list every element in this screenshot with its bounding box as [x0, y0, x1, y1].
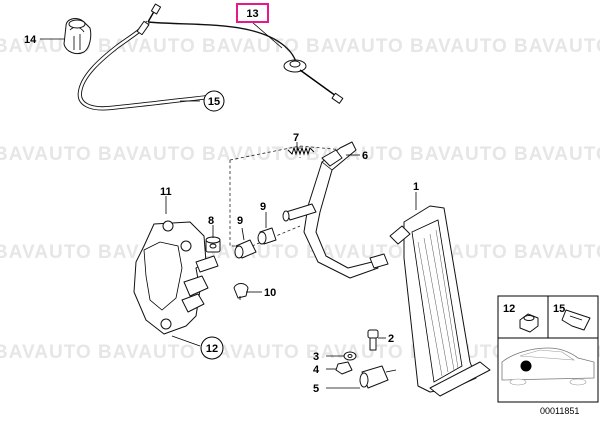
callout-13-highlight-box: 13 — [236, 3, 269, 23]
watermark-text: BAVAUTO — [410, 36, 508, 57]
watermark-text: BAVAUTO — [202, 144, 300, 165]
watermark-text: BAVAUTO — [0, 242, 92, 263]
watermark-text: BAVAUTO — [98, 144, 196, 165]
inset-label-15: 15 — [553, 303, 565, 315]
callout-5: 5 — [313, 383, 319, 395]
inset-car-silhouette — [501, 347, 595, 386]
part-10-clip — [233, 283, 249, 300]
callout-12-badge: 12 — [200, 336, 224, 360]
callout-9a: 9 — [237, 215, 243, 227]
watermark-text: BAVAUTO — [98, 36, 196, 57]
watermark-text: BAVAUTO — [306, 36, 404, 57]
part-9-bearing-a — [234, 239, 257, 259]
callout-8: 8 — [208, 215, 214, 227]
watermark-text: BAVAUTO — [306, 342, 404, 363]
callout-7: 7 — [293, 132, 299, 144]
part-6-pedal-lever — [282, 141, 389, 279]
inset-label-12: 12 — [503, 303, 515, 315]
callout-12: 12 — [206, 343, 218, 355]
callout-10: 10 — [264, 287, 276, 299]
callout-4: 4 — [313, 364, 320, 376]
watermark-text: BAVAUTO — [514, 36, 600, 57]
callout-13: 13 — [246, 8, 258, 20]
part-8-bushing — [205, 236, 221, 253]
part-9-bearing-b — [257, 227, 277, 245]
watermark-text: BAVAUTO — [514, 144, 600, 165]
callout-9b: 9 — [260, 201, 266, 213]
watermark-row-3: BAVAUTO BAVAUTO BAVAUTO BAVAUTO BAVAUTO … — [0, 242, 600, 263]
callout-2: 2 — [388, 333, 394, 345]
part-3-washer — [343, 351, 357, 361]
watermark-text: BAVAUTO — [0, 342, 92, 363]
part-13-accelerator-cable — [147, 21, 344, 104]
callout-15: 15 — [208, 96, 220, 108]
watermark-text: BAVAUTO — [202, 342, 300, 363]
part-14-grommet — [63, 18, 92, 55]
part-1-pedal-pad — [389, 205, 491, 397]
part-5-connector — [359, 365, 397, 389]
watermark-text: BAVAUTO — [410, 144, 508, 165]
inset-part-15-clip — [561, 309, 591, 331]
part-7-spring — [287, 146, 315, 156]
callout-6: 6 — [362, 150, 368, 162]
part-15-cable-sheath — [77, 3, 221, 111]
callout-14: 14 — [24, 34, 37, 46]
part-2-bolt — [367, 329, 379, 351]
diagram-number: 00011851 — [540, 406, 579, 416]
watermark-text: BAVAUTO — [98, 342, 196, 363]
watermark-text: BAVAUTO — [514, 242, 600, 263]
callout-3: 3 — [313, 351, 319, 363]
part-11-bracket — [133, 220, 219, 335]
inset-part-12-nut — [519, 313, 539, 333]
location-dot-icon — [520, 360, 532, 372]
inset-panel: 12 15 — [497, 295, 599, 403]
part-4-nut — [335, 361, 353, 375]
callout-15-badge: 15 — [203, 90, 225, 112]
callout-11: 11 — [160, 186, 172, 198]
watermark-row-2: BAVAUTO BAVAUTO BAVAUTO BAVAUTO BAVAUTO … — [0, 144, 600, 165]
callout-1: 1 — [413, 181, 419, 193]
watermark-text: BAVAUTO — [0, 144, 92, 165]
